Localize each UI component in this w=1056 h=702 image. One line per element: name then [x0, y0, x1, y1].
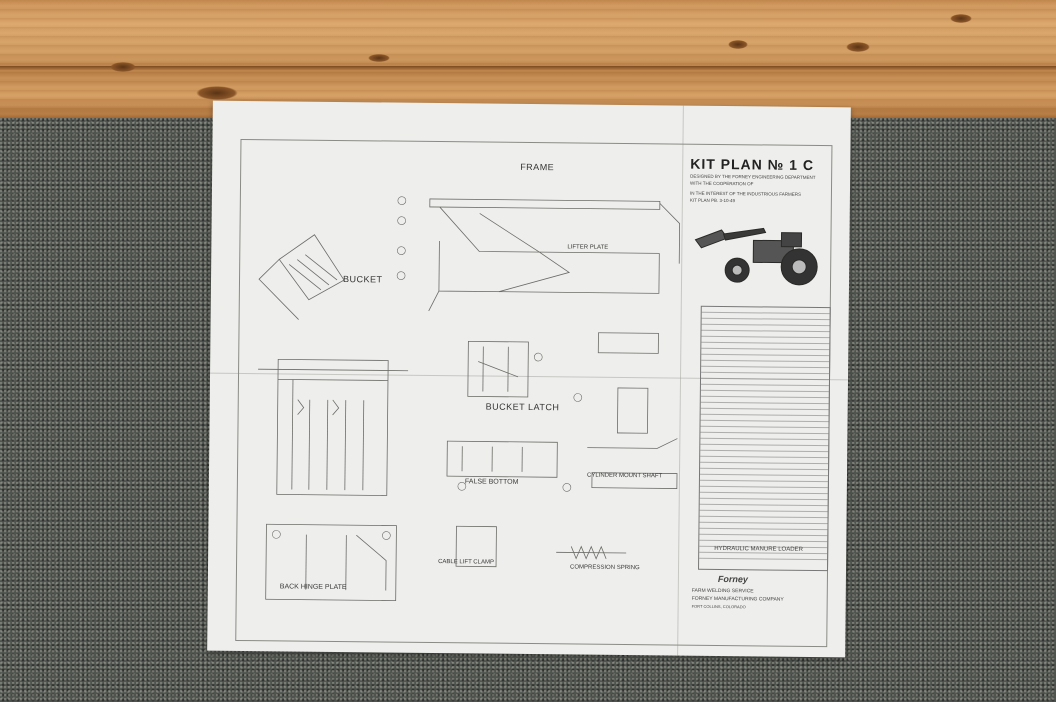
- lifter-plate-label: LIFTER PLATE: [567, 244, 609, 251]
- parts-list-table: [698, 305, 831, 572]
- wood-knot: [368, 54, 390, 62]
- blueprint-sheet: FRAME BUCKET BUCKET LATCH FALSE BOTTOM B…: [207, 100, 851, 658]
- wood-knot: [950, 14, 972, 23]
- tractor-illustration: [694, 227, 818, 286]
- cooperation-text: WITH THE COOPERATION OF: [690, 180, 754, 187]
- company-text: FORNEY MANUFACTURING COMPANY: [691, 595, 784, 603]
- wood-knot: [728, 40, 748, 49]
- false-bottom-label: FALSE BOTTOM: [464, 478, 519, 486]
- kit-ref-text: KIT PLAN PB. 3-10-49: [689, 197, 736, 204]
- cylinder-mount-shaft-label: CYLINDER MOUNT SHAFT: [586, 472, 663, 480]
- forney-logo: Forney: [717, 573, 748, 585]
- frame-label: FRAME: [520, 161, 555, 173]
- wood-seam: [0, 66, 1056, 70]
- city-text: FORT COLLINS, COLORADO: [691, 603, 746, 610]
- bucket-label: BUCKET: [342, 274, 383, 285]
- plan-title: KIT PLAN № 1 C: [690, 155, 815, 173]
- bucket-latch-label: BUCKET LATCH: [485, 401, 560, 413]
- wood-knot: [110, 62, 136, 72]
- schematic-drawing: [258, 196, 681, 602]
- service-text: FARM WELDING SERVICE: [691, 587, 754, 595]
- part-title: HYDRAULIC MANURE LOADER: [714, 545, 803, 553]
- wooden-shelf: [0, 0, 1056, 118]
- back-hinge-plate-label: BACK HINGE PLATE: [279, 583, 347, 592]
- cable-lift-clamp-label: CABLE LIFT CLAMP: [438, 559, 495, 566]
- compression-spring-label: COMPRESSION SPRING: [569, 564, 640, 572]
- wood-knot: [196, 86, 238, 100]
- wood-knot: [846, 42, 870, 52]
